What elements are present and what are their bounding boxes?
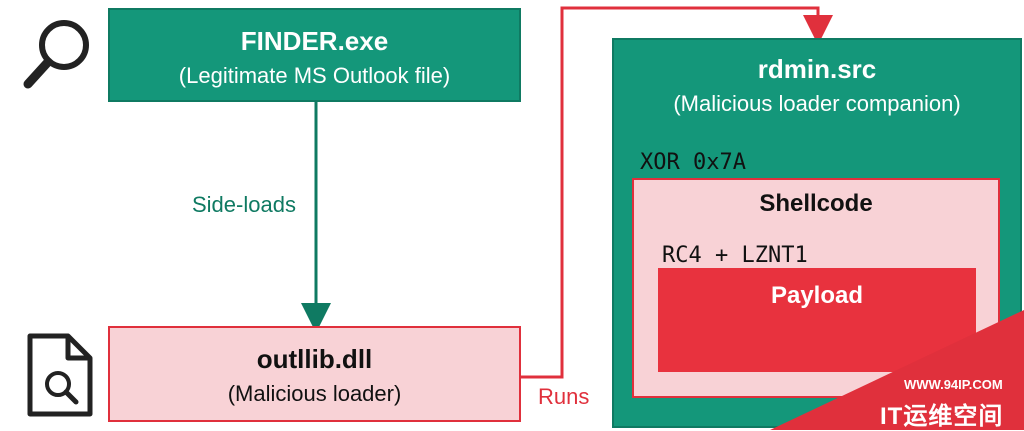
rdmin-src-desc: (Malicious loader companion): [673, 91, 961, 116]
xor-encoding-label: XOR 0x7A: [640, 150, 746, 175]
document-search-icon: [24, 330, 98, 420]
payload-node: Payload: [658, 268, 976, 372]
watermark-brand: IT运维空间: [880, 403, 1004, 430]
runs-arrow: [518, 6, 833, 379]
outllib-dll-title: outllib.dll: [256, 344, 373, 374]
outllib-dll-node: outllib.dll (Malicious loader): [108, 326, 521, 422]
magnifier-icon: [20, 12, 94, 94]
finder-exe-node: FINDER.exe (Legitimate MS Outlook file): [108, 8, 521, 102]
finder-exe-desc: (Legitimate MS Outlook file): [178, 63, 451, 88]
outllib-dll-desc: (Malicious loader): [227, 381, 402, 406]
shellcode-title: Shellcode: [759, 190, 873, 217]
sideloads-label: Side-loads: [192, 192, 296, 217]
rc4-lznt1-label: RC4 + LZNT1: [662, 243, 808, 268]
runs-label: Runs: [538, 384, 590, 409]
payload-title: Payload: [770, 282, 864, 309]
rdmin-src-title: rdmin.src: [757, 54, 877, 84]
watermark-url: WWW.94IP.COM: [904, 377, 1003, 392]
finder-exe-title: FINDER.exe: [240, 26, 389, 56]
